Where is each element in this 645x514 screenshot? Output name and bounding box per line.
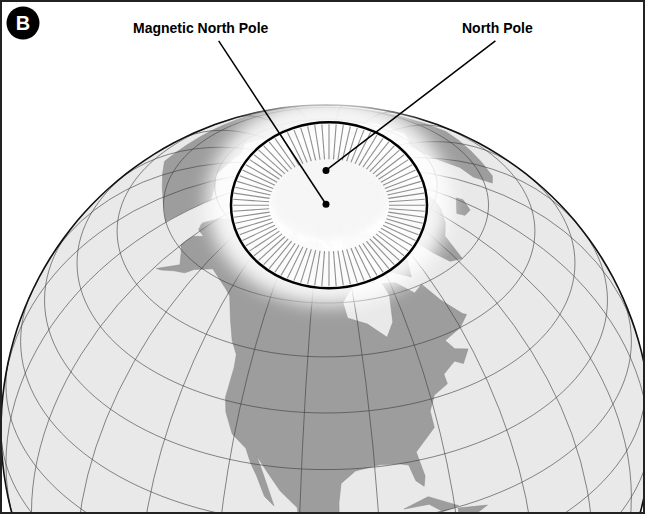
aurora-ray (328, 251, 329, 286)
aurora-ray (233, 199, 269, 202)
leader-line (326, 41, 495, 171)
aurora-ray (347, 128, 358, 161)
aurora-ray (333, 251, 336, 286)
aurora-ray (386, 219, 420, 229)
aurora-ray (315, 251, 320, 286)
aurora-ray (308, 126, 316, 160)
badge-disc (7, 7, 40, 40)
aurora-ray (233, 209, 269, 212)
aurora-ray (385, 176, 419, 189)
aurora-ray (235, 187, 270, 195)
aurora-ray (389, 199, 425, 202)
pole-label: North Pole (462, 20, 533, 37)
aurora-ray (338, 125, 343, 160)
aurora-ray (387, 215, 422, 223)
aurora-ray (333, 124, 336, 159)
panel-letter: B (16, 13, 30, 33)
aurora-ray (328, 124, 329, 159)
pole-label: Magnetic North Pole (133, 20, 268, 37)
aurora-ray (388, 193, 424, 198)
aurora-ray (389, 205, 425, 206)
ocean (1, 105, 645, 514)
aurora-ray (240, 222, 274, 235)
graticule (1, 105, 645, 514)
aurora-ray (301, 249, 312, 282)
aurora-ray (237, 181, 271, 191)
aurora-ray (234, 212, 270, 217)
aurora-ray (237, 219, 271, 229)
aurora-ray (294, 248, 307, 281)
aurora-ray (315, 125, 320, 160)
aurora-ray (342, 250, 350, 284)
aurora-ray (233, 205, 269, 206)
aurora-ray (338, 251, 343, 286)
aurora-ray (386, 181, 420, 191)
aurora-ray (355, 247, 371, 279)
aurora-band (231, 122, 427, 288)
aurora-ray (351, 248, 364, 281)
aurora-ray (389, 209, 425, 212)
leader-line (219, 41, 326, 204)
aurora-ray (322, 251, 325, 286)
aurora-glow (207, 97, 451, 305)
aurora-ray (322, 124, 325, 159)
aurora-ring (231, 122, 427, 288)
panel-badge: B (6, 6, 40, 40)
globe-outline (1, 105, 645, 514)
aurora-rays (233, 124, 425, 286)
